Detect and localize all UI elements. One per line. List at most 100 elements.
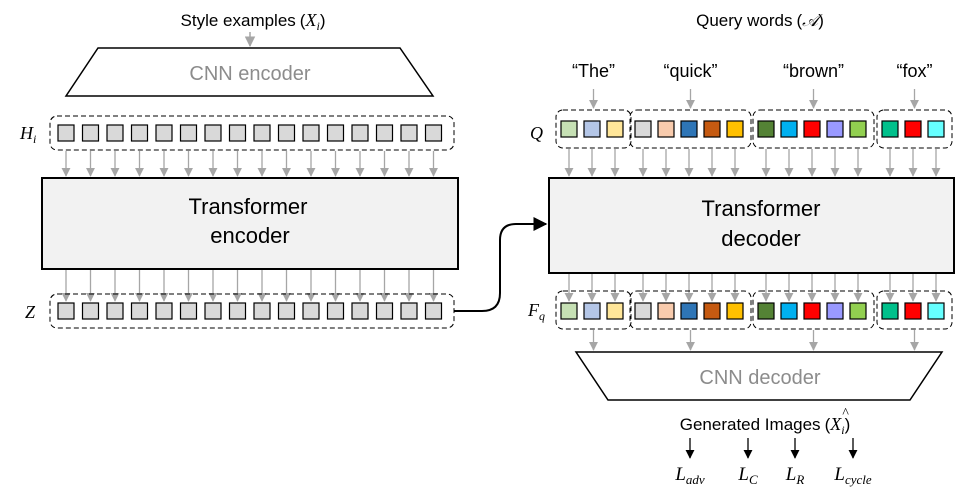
transformer-encoder-line2: encoder	[210, 223, 290, 248]
query-word-labels: “The” “quick” “brown” “fox”	[572, 61, 933, 81]
h-token	[375, 124, 394, 142]
query-word-label: “quick”	[663, 61, 717, 81]
cnn-encoder-block	[64, 47, 435, 97]
loss-labels: Ladv LC LR Lcycle	[674, 464, 872, 487]
cnn-decoder-label: CNN decoder	[699, 367, 821, 389]
z-token	[155, 302, 173, 320]
z-label: Z	[25, 302, 36, 322]
q-token	[606, 120, 624, 138]
h-token	[424, 124, 443, 142]
transformer-decoder-line2: decoder	[721, 226, 801, 251]
q-token	[680, 120, 698, 138]
f-token	[826, 302, 844, 320]
z-token	[57, 302, 75, 320]
q-token	[757, 120, 775, 138]
generated-hat: ^	[842, 406, 849, 421]
f-token	[583, 302, 601, 320]
loss-label: Lcycle	[833, 464, 872, 487]
loss-label: LC	[737, 464, 758, 487]
q-label: Q	[530, 123, 543, 143]
z-token	[130, 302, 149, 320]
z-token	[253, 302, 271, 320]
q-token	[703, 120, 721, 138]
q-token	[849, 120, 867, 138]
z-token	[424, 302, 443, 320]
f-token	[780, 302, 798, 320]
q-token	[881, 120, 899, 138]
f-token	[634, 302, 652, 320]
f-token	[757, 302, 775, 320]
q-token	[634, 120, 652, 138]
h-token	[228, 124, 247, 142]
transformer-decoder-block	[548, 177, 955, 274]
cnn-encoder-label: CNN encoder	[189, 63, 311, 85]
q-group-box	[629, 109, 752, 149]
generated-images-title: Generated Images (Xi)	[680, 414, 851, 437]
q-token	[657, 120, 675, 138]
h-token	[106, 124, 124, 142]
q-token-groups	[555, 109, 953, 149]
z-token	[106, 302, 124, 320]
f-token	[927, 302, 945, 320]
f-token	[560, 302, 578, 320]
f-token	[881, 302, 899, 320]
z-to-decoder-arrow	[454, 217, 548, 312]
cnn-decoder-block	[574, 351, 944, 401]
z-token	[179, 302, 198, 320]
loss-label: LR	[785, 464, 805, 487]
transformer-decoder-line1: Transformer	[702, 196, 821, 221]
transformer-encoder-block	[41, 177, 459, 270]
h-token	[204, 124, 222, 142]
q-token	[583, 120, 601, 138]
h-token	[326, 124, 345, 142]
h-token	[302, 124, 320, 142]
h-token	[81, 124, 100, 142]
q-token	[904, 120, 922, 138]
f-token	[904, 302, 922, 320]
z-token	[302, 302, 320, 320]
h-token	[155, 124, 173, 142]
f-token-groups	[555, 290, 953, 330]
q-token	[927, 120, 945, 138]
h-token	[351, 124, 369, 142]
f-token	[703, 302, 721, 320]
z-token	[400, 302, 418, 320]
f-token	[726, 302, 744, 320]
f-to-cnn-decoder-arrows	[588, 330, 920, 351]
f-token	[657, 302, 675, 320]
z-token	[326, 302, 345, 320]
q-token	[826, 120, 844, 138]
q-group-box	[752, 109, 875, 149]
h-token	[253, 124, 271, 142]
query-word-label: “brown”	[783, 61, 844, 81]
h-token	[179, 124, 198, 142]
q-group-box	[555, 109, 632, 149]
encoder-to-z-arrows	[61, 270, 439, 302]
loss-label: Ladv	[674, 464, 705, 487]
h-to-encoder-arrows	[61, 151, 439, 177]
q-token	[726, 120, 744, 138]
z-token	[375, 302, 394, 320]
h-token	[277, 124, 296, 142]
query-word-label: “The”	[572, 61, 615, 81]
z-token	[228, 302, 247, 320]
style-examples-title: Style examples (Xi)	[181, 10, 326, 33]
h-label: Hi	[19, 123, 36, 146]
h-tokens	[57, 124, 443, 142]
word-to-token-arrows	[588, 89, 920, 109]
query-word-label: “fox”	[897, 61, 933, 81]
q-to-decoder-arrows	[564, 149, 941, 177]
q-group-box	[876, 109, 953, 149]
f-group-box	[555, 290, 632, 330]
h-token	[130, 124, 149, 142]
f-token	[606, 302, 624, 320]
z-tokens	[57, 302, 443, 320]
transformer-encoder-line1: Transformer	[189, 194, 308, 219]
f-group-box	[752, 290, 875, 330]
z-token	[277, 302, 296, 320]
h-token	[400, 124, 418, 142]
fq-label: Fq	[527, 300, 545, 323]
q-token	[803, 120, 821, 138]
query-words-title: Query words (𝒜)	[696, 11, 824, 30]
